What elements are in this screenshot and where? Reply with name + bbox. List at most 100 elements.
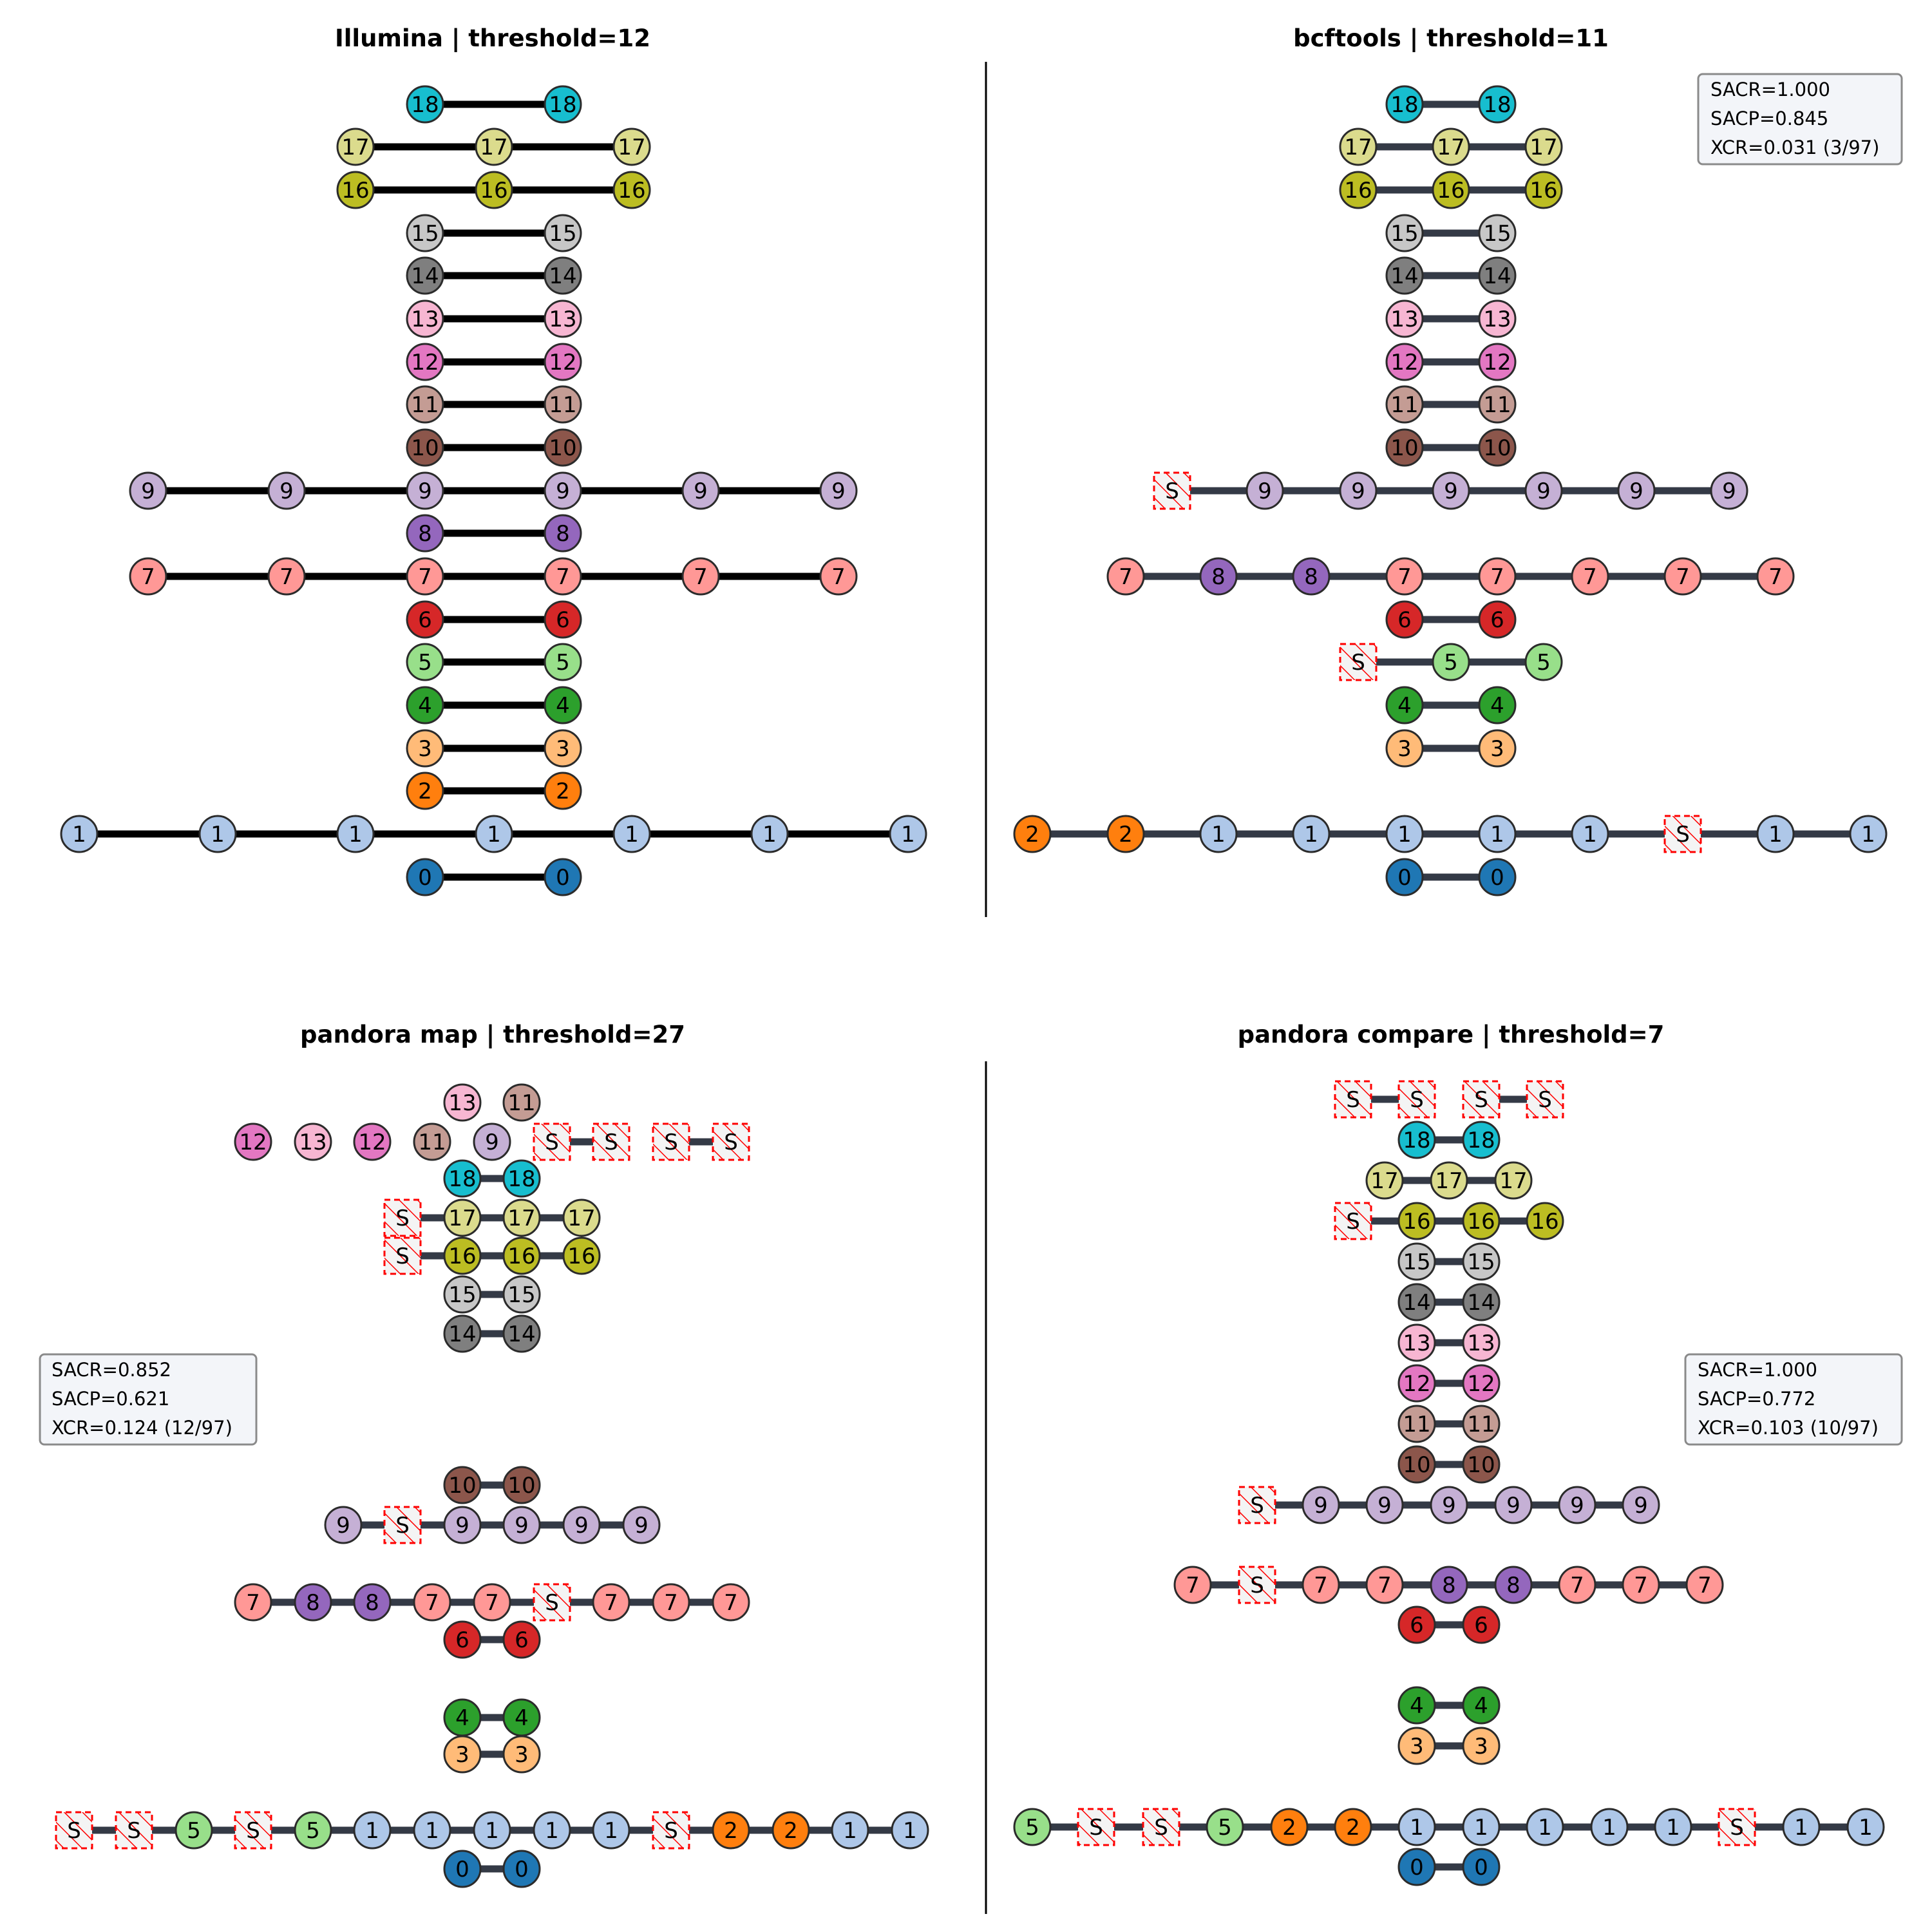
node-label: 15 bbox=[1403, 1249, 1430, 1275]
node-circle bbox=[1385, 686, 1424, 724]
contig-node: 1 bbox=[1292, 815, 1331, 853]
sentinel-node: S bbox=[592, 1122, 630, 1161]
contig-node: 7 bbox=[681, 557, 720, 596]
node-label: 7 bbox=[1570, 1573, 1584, 1598]
node-label: 8 bbox=[1506, 1573, 1520, 1598]
sentinel-marker bbox=[1339, 643, 1378, 681]
contig-node: 3 bbox=[406, 729, 444, 768]
contig-node: 7 bbox=[1558, 1566, 1596, 1604]
contig-node: 15 bbox=[1397, 1242, 1436, 1281]
sentinel-node: S bbox=[533, 1583, 571, 1622]
node-label: S bbox=[1474, 1087, 1488, 1113]
node-label: 3 bbox=[515, 1742, 529, 1768]
node-label: 3 bbox=[418, 736, 432, 762]
contig-node: 9 bbox=[1245, 471, 1284, 510]
node-label: 9 bbox=[1722, 478, 1736, 504]
contig-node: 1 bbox=[198, 815, 237, 853]
node-circle bbox=[1478, 299, 1517, 338]
node-circle bbox=[1397, 1202, 1436, 1240]
node-circle bbox=[562, 1236, 601, 1275]
node-circle bbox=[502, 1275, 541, 1314]
contig-node: 6 bbox=[443, 1620, 482, 1659]
sentinel-marker bbox=[652, 1122, 690, 1161]
node-label: 9 bbox=[1442, 1493, 1456, 1519]
contig-node: 18 bbox=[406, 85, 444, 124]
node-label: 10 bbox=[1467, 1452, 1495, 1478]
node-circle bbox=[294, 1811, 332, 1850]
contig-node: 6 bbox=[1462, 1605, 1501, 1644]
stats-sacp: SACP=0.845 bbox=[1710, 108, 1828, 129]
node-label: 17 bbox=[1370, 1168, 1398, 1194]
node-label: S bbox=[1250, 1493, 1264, 1519]
contig-node: 9 bbox=[622, 1506, 661, 1544]
contig-node: 10 bbox=[1385, 428, 1424, 467]
node-label: 13 bbox=[1483, 307, 1511, 332]
contig-node: 3 bbox=[502, 1735, 541, 1774]
edges bbox=[1032, 1095, 1866, 1871]
contig-node: 9 bbox=[1430, 1486, 1468, 1524]
node-label: 17 bbox=[448, 1206, 476, 1231]
contig-node: 5 bbox=[1524, 643, 1563, 681]
contig-node: 7 bbox=[652, 1583, 690, 1622]
node-circle bbox=[1430, 1566, 1468, 1604]
node-circle bbox=[406, 686, 444, 724]
node-circle bbox=[1462, 1323, 1501, 1362]
node-circle bbox=[1849, 815, 1888, 853]
node-circle bbox=[413, 1122, 451, 1161]
node-circle bbox=[1571, 815, 1609, 853]
node-label: 1 bbox=[1490, 822, 1504, 848]
node-label: 7 bbox=[279, 564, 294, 590]
node-label: 15 bbox=[448, 1282, 476, 1308]
node-circle bbox=[475, 171, 513, 209]
contig-node: 17 bbox=[475, 128, 513, 166]
node-label: 16 bbox=[1437, 178, 1464, 204]
node-label: 1 bbox=[1666, 1815, 1680, 1841]
node-circle bbox=[1385, 815, 1424, 853]
contig-node: 9 bbox=[443, 1506, 482, 1544]
contig-node: 18 bbox=[443, 1159, 482, 1198]
node-label: 2 bbox=[784, 1818, 798, 1844]
node-label: 9 bbox=[1506, 1493, 1520, 1519]
stats-sacp: SACP=0.621 bbox=[52, 1388, 169, 1410]
contig-node: 1 bbox=[1590, 1808, 1629, 1846]
sentinel-node: S bbox=[1334, 1202, 1372, 1240]
node-label: S bbox=[545, 1590, 559, 1616]
contig-node: 5 bbox=[544, 643, 582, 681]
node-label: 15 bbox=[1467, 1249, 1495, 1275]
node-circle bbox=[1524, 471, 1563, 510]
contig-node: 14 bbox=[1397, 1283, 1436, 1321]
node-circle bbox=[443, 1735, 482, 1774]
node-circle bbox=[1462, 1445, 1501, 1484]
contig-node: 9 bbox=[1494, 1486, 1533, 1524]
node-label: 14 bbox=[549, 263, 576, 289]
node-circle bbox=[406, 557, 444, 596]
node-circle bbox=[473, 1583, 511, 1622]
node-circle bbox=[1385, 557, 1424, 596]
node-label: 1 bbox=[1794, 1815, 1808, 1841]
node-label: 9 bbox=[831, 478, 846, 504]
contig-node: 7 bbox=[819, 557, 858, 596]
sentinel-node: S bbox=[652, 1122, 690, 1161]
node-circle bbox=[1365, 1566, 1404, 1604]
sentinel-node: S bbox=[1663, 815, 1702, 853]
node-circle bbox=[1432, 128, 1470, 166]
contig-node: 4 bbox=[502, 1698, 541, 1737]
node-circle bbox=[1199, 557, 1238, 596]
node-circle bbox=[544, 428, 582, 467]
contig-node: 13 bbox=[1462, 1323, 1501, 1362]
contig-node: 10 bbox=[502, 1466, 541, 1504]
node-label: 14 bbox=[448, 1321, 476, 1347]
node-label: 13 bbox=[448, 1090, 476, 1116]
node-circle bbox=[502, 1506, 541, 1544]
contig-node: 10 bbox=[544, 428, 582, 467]
node-circle bbox=[1302, 1566, 1340, 1604]
contig-node: 9 bbox=[129, 471, 167, 510]
node-label: 7 bbox=[724, 1590, 738, 1616]
node-label: 7 bbox=[1186, 1573, 1200, 1598]
node-label: S bbox=[724, 1130, 738, 1155]
node-circle bbox=[1013, 815, 1052, 853]
node-circle bbox=[406, 471, 444, 510]
